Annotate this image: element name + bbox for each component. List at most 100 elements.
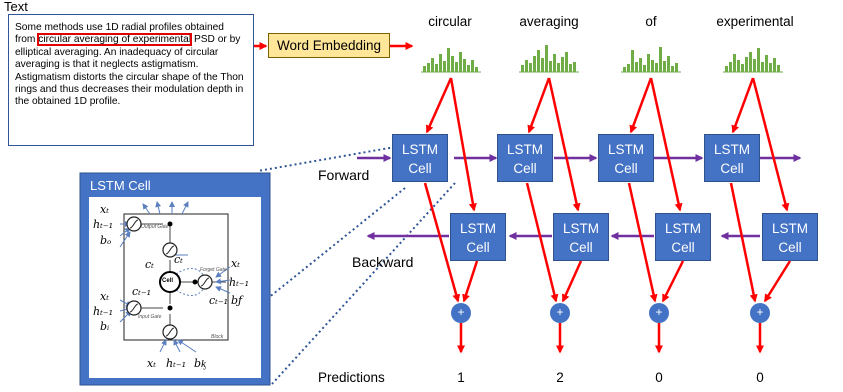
histogram-bar <box>745 57 748 72</box>
sym-ct: cₜ <box>174 253 183 266</box>
sym-bf: bƒ <box>231 294 243 307</box>
sym-bi: bᵢ <box>100 320 110 333</box>
lstm-backward-cell: LSTM Cell <box>450 213 506 261</box>
lstm-label: LSTM <box>459 221 496 236</box>
histogram-bar <box>549 61 552 72</box>
histogram-bar <box>447 48 450 72</box>
histogram-bar <box>431 58 434 72</box>
histogram-bar <box>623 67 626 72</box>
text-before: Some methods use 1D radial profiles obta… <box>15 22 224 46</box>
lstm-label: LSTM <box>607 142 644 157</box>
histogram-bar <box>451 56 454 72</box>
histogram-bar <box>427 63 430 72</box>
histogram-bar <box>463 59 466 72</box>
input-arrows <box>425 77 790 212</box>
lstm-label: Cell <box>614 161 638 176</box>
lstm-cell-diagram <box>79 172 271 386</box>
lstm-label: LSTM <box>401 142 438 157</box>
histogram-bar <box>765 55 768 72</box>
histogram-bar <box>435 64 438 72</box>
histogram-bar <box>667 56 670 72</box>
text-after: PSD or by elliptical averaging. An inade… <box>15 34 244 108</box>
sym-bo: bₒ <box>100 234 112 247</box>
histogram-bar <box>627 64 630 72</box>
backward-label: Backward <box>352 254 414 270</box>
histogram-bar <box>757 48 760 72</box>
histogram-bar <box>443 61 446 72</box>
sym-xt: xₜ <box>100 290 109 303</box>
word-label: averaging <box>519 14 579 29</box>
lstm-label: LSTM <box>506 142 543 157</box>
lstm-forward-cell: LSTM Cell <box>598 134 654 182</box>
histogram-bar <box>467 65 470 72</box>
histogram-icon <box>421 48 481 73</box>
lstm-label: Cell <box>671 240 695 255</box>
histogram-bar <box>749 52 752 72</box>
sym-ht1: hₜ₋₁ <box>229 276 250 289</box>
predictions-label: Predictions <box>318 370 385 385</box>
histogram-bar <box>651 60 654 72</box>
histogram-bar <box>475 67 478 72</box>
lstm-cell-panel-title: LSTM Cell <box>90 178 151 193</box>
histogram-bar <box>725 66 728 72</box>
histogram-bar <box>561 57 564 72</box>
plus-circle-icon: + <box>451 303 471 323</box>
input-mult-dot <box>167 305 173 311</box>
sym-xt: xₜ <box>100 203 109 216</box>
lstm-label: LSTM <box>562 221 599 236</box>
histogram-bar <box>557 63 560 72</box>
histogram-bar <box>655 63 658 72</box>
sym-ht1: hₜ₋₁ <box>93 218 114 231</box>
forward-label: Forward <box>318 167 370 183</box>
histogram-bar <box>647 54 650 72</box>
lstm-label: Cell <box>466 240 490 255</box>
histogram-bar <box>529 63 532 72</box>
lstm-label: LSTM <box>713 142 750 157</box>
histogram-bar <box>545 45 548 72</box>
output-arrows <box>423 182 792 354</box>
lstm-label: Cell <box>408 161 432 176</box>
plus-circle-icon: + <box>750 303 770 323</box>
histogram-bar <box>773 58 776 72</box>
sym-ct1: cₜ₋₁ <box>209 294 229 307</box>
histogram-bar <box>439 54 442 72</box>
histogram-bar <box>675 63 678 72</box>
lstm-label: Cell <box>720 161 744 176</box>
lstm-label: LSTM <box>664 221 701 236</box>
histogram-bar <box>537 50 540 72</box>
prediction-value: 0 <box>655 370 663 385</box>
histogram-bar <box>455 62 458 72</box>
sym-ht1: hₜ₋₁ <box>166 357 187 370</box>
histogram-icon <box>723 48 783 73</box>
output-mult-dot <box>167 221 173 227</box>
histogram-bar <box>753 59 756 72</box>
lstm-forward-cell: LSTM Cell <box>704 134 760 182</box>
cell-state-node <box>159 271 181 293</box>
histogram-bar <box>777 65 780 72</box>
cell-node-label: Cell <box>162 278 174 284</box>
histogram-icon <box>621 47 681 73</box>
histogram-bar <box>761 62 764 72</box>
histogram-bar <box>553 54 556 72</box>
text-panel-title: Text <box>4 0 28 14</box>
histogram-bar <box>769 63 772 72</box>
zoom-link-mid <box>271 182 456 385</box>
histogram-bar <box>521 65 524 72</box>
text-highlight: circular averaging of experimental <box>37 33 193 47</box>
plus-circle-icon: + <box>649 303 669 323</box>
histogram-bar <box>643 65 646 72</box>
lstm-label: Cell <box>778 240 802 255</box>
word-label: circular <box>428 14 472 29</box>
histogram-bar <box>737 60 740 72</box>
histogram-bar <box>471 60 474 72</box>
histogram-bar <box>565 52 568 72</box>
histogram-bar <box>525 60 528 72</box>
histogram-bar <box>659 47 662 72</box>
lstm-backward-cell: LSTM Cell <box>655 213 711 261</box>
prediction-value: 0 <box>756 370 764 385</box>
sym-ct1: cₜ₋₁ <box>132 285 152 298</box>
